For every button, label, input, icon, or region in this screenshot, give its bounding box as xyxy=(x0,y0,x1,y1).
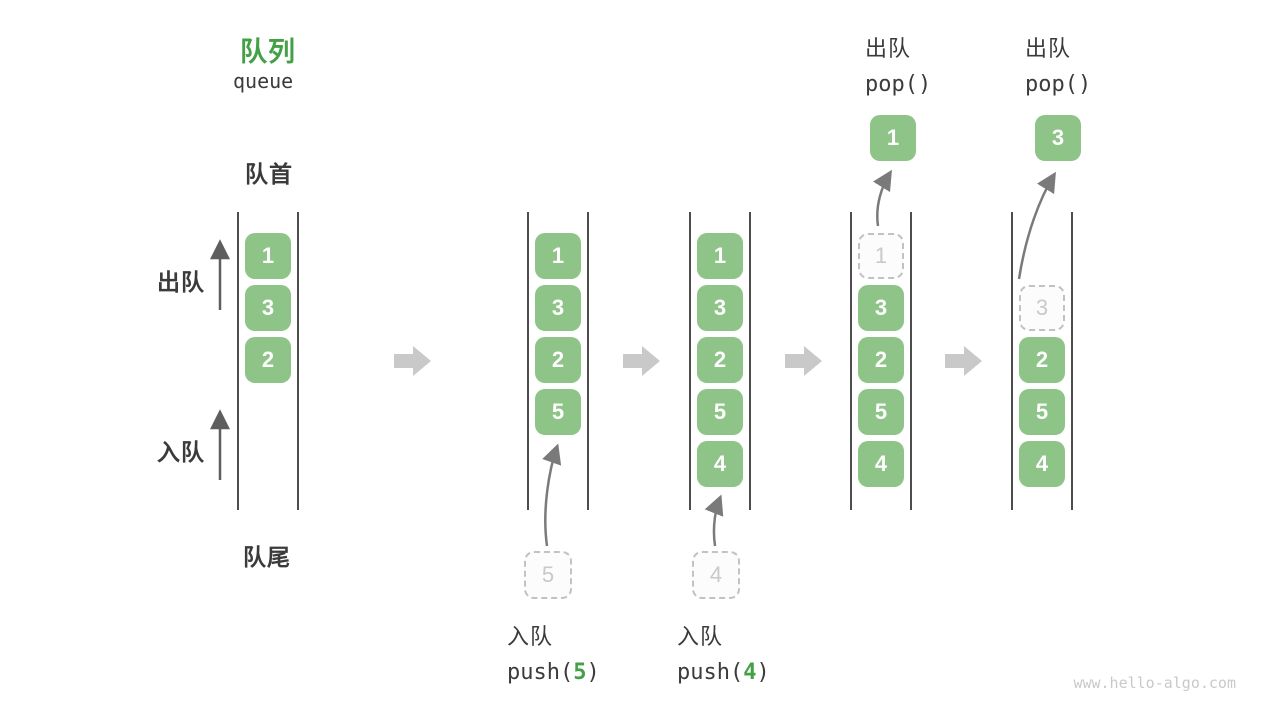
column-rail xyxy=(850,212,852,510)
pop2-operation-label: 出队 pop() xyxy=(1025,31,1091,97)
step-arrow-4 xyxy=(945,346,982,376)
column-rail xyxy=(587,212,589,510)
queue-element: 5 xyxy=(697,389,743,435)
step-arrow-3 xyxy=(785,346,822,376)
queue-element: 4 xyxy=(858,441,904,487)
queue-element: 4 xyxy=(1019,441,1065,487)
queue-element: 3 xyxy=(858,285,904,331)
step-arrow-2 xyxy=(623,346,660,376)
push4-name: 入队 xyxy=(677,624,724,649)
step-arrow-1 xyxy=(394,346,431,376)
push5-code: push(5) xyxy=(507,660,600,685)
column-rail xyxy=(237,212,239,510)
push5-name: 入队 xyxy=(507,624,554,649)
incoming-element-5: 5 xyxy=(524,551,572,599)
figure-subtitle: queue xyxy=(233,69,294,93)
queue-column-3: 1 3 2 5 4 xyxy=(689,212,751,510)
queue-column-4: 1 3 2 5 4 xyxy=(850,212,912,510)
popped-element-3: 3 xyxy=(1035,115,1081,161)
queue-element: 3 xyxy=(245,285,291,331)
dequeue-side-label: 出队 xyxy=(157,269,205,295)
pop1-code: pop() xyxy=(865,72,932,97)
queue-element-removed: 1 xyxy=(858,233,904,279)
column-rail xyxy=(749,212,751,510)
column-rail xyxy=(297,212,299,510)
push5-operation-label: 入队 push(5) xyxy=(507,619,600,685)
queue-element: 5 xyxy=(535,389,581,435)
queue-element: 2 xyxy=(245,337,291,383)
queue-element: 2 xyxy=(858,337,904,383)
queue-column-2: 1 3 2 5 xyxy=(527,212,589,510)
queue-element: 5 xyxy=(1019,389,1065,435)
pop1-operation-label: 出队 pop() xyxy=(865,31,931,97)
push4-code: push(4) xyxy=(677,660,770,685)
queue-element: 2 xyxy=(1019,337,1065,383)
queue-column-5: 3 2 5 4 xyxy=(1011,212,1073,510)
queue-element: 2 xyxy=(535,337,581,383)
queue-front-label: 队首 xyxy=(245,161,293,187)
popped-element-1: 1 xyxy=(870,115,916,161)
column-rail xyxy=(527,212,529,510)
column-rail xyxy=(689,212,691,510)
queue-element: 1 xyxy=(697,233,743,279)
push4-operation-label: 入队 push(4) xyxy=(677,619,770,685)
incoming-element-4: 4 xyxy=(692,551,740,599)
queue-element: 4 xyxy=(697,441,743,487)
watermark: www.hello-algo.com xyxy=(1073,674,1236,692)
column-rail xyxy=(910,212,912,510)
queue-element: 5 xyxy=(858,389,904,435)
pop2-name: 出队 xyxy=(1025,36,1072,61)
queue-element: 1 xyxy=(245,233,291,279)
queue-rear-label: 队尾 xyxy=(243,544,291,570)
column-rail xyxy=(1011,212,1013,510)
queue-element-removed: 3 xyxy=(1019,285,1065,331)
pop2-code: pop() xyxy=(1025,72,1092,97)
figure-title: 队列 xyxy=(240,37,296,67)
queue-element: 3 xyxy=(697,285,743,331)
queue-element: 2 xyxy=(697,337,743,383)
queue-element: 3 xyxy=(535,285,581,331)
queue-column-1: 1 3 2 xyxy=(237,212,299,510)
pop1-name: 出队 xyxy=(865,36,912,61)
queue-element: 1 xyxy=(535,233,581,279)
enqueue-side-label: 入队 xyxy=(157,439,205,465)
column-rail xyxy=(1071,212,1073,510)
